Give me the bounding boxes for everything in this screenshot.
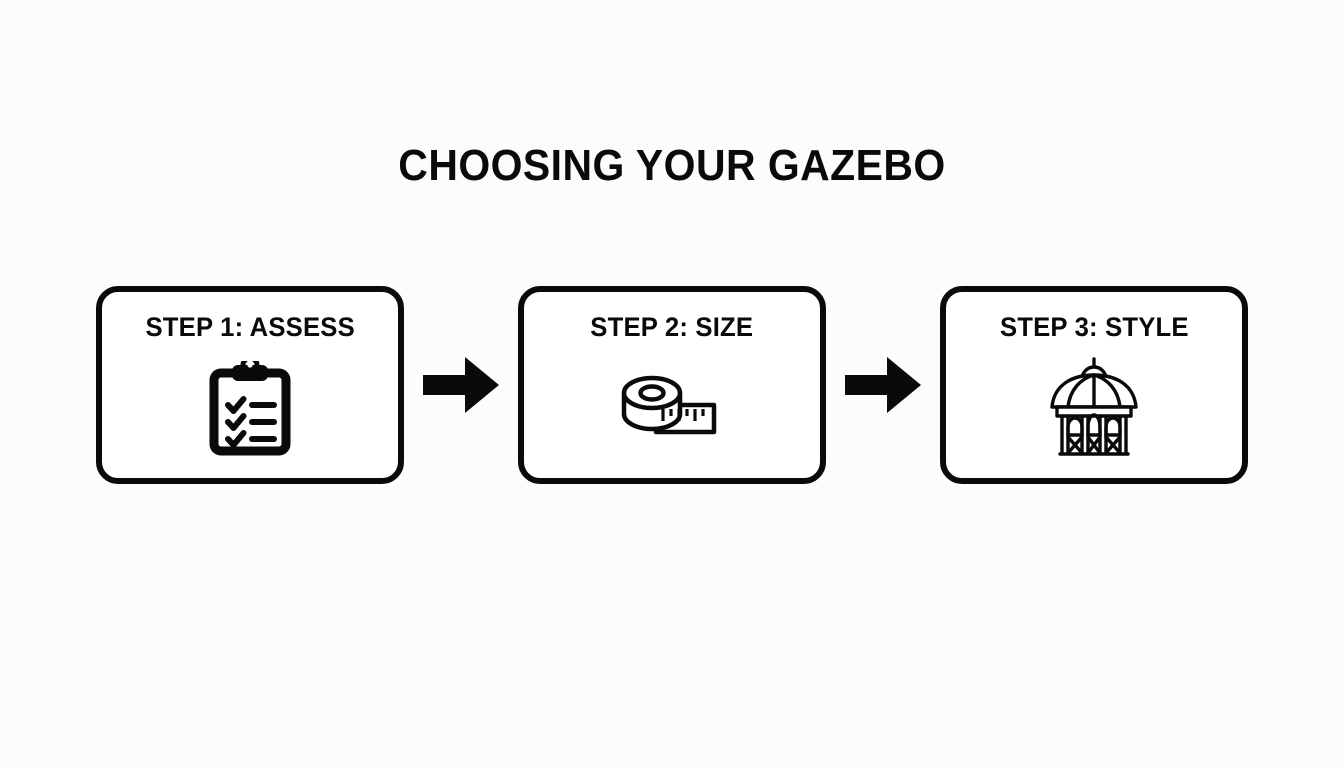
step-card-label: STEP 1: ASSESS: [145, 312, 355, 342]
arrow-right-icon: [422, 354, 500, 416]
step-card-size[interactable]: STEP 2: SIZE: [518, 286, 826, 484]
step-card-label: STEP 2: SIZE: [590, 312, 754, 342]
step-card-assess[interactable]: STEP 1: ASSESS: [96, 286, 404, 484]
gazebo-icon: [1039, 355, 1149, 463]
step-card-style[interactable]: STEP 3: STYLE: [940, 286, 1248, 484]
tape-measure-icon: [617, 355, 727, 463]
page-title: CHOOSING YOUR GAZEBO: [398, 141, 946, 190]
process-flow: STEP 1: ASSESS: [96, 285, 1248, 485]
step-card-label: STEP 3: STYLE: [999, 312, 1189, 342]
arrow-right-icon: [844, 354, 922, 416]
clipboard-checklist-icon: [195, 355, 305, 463]
